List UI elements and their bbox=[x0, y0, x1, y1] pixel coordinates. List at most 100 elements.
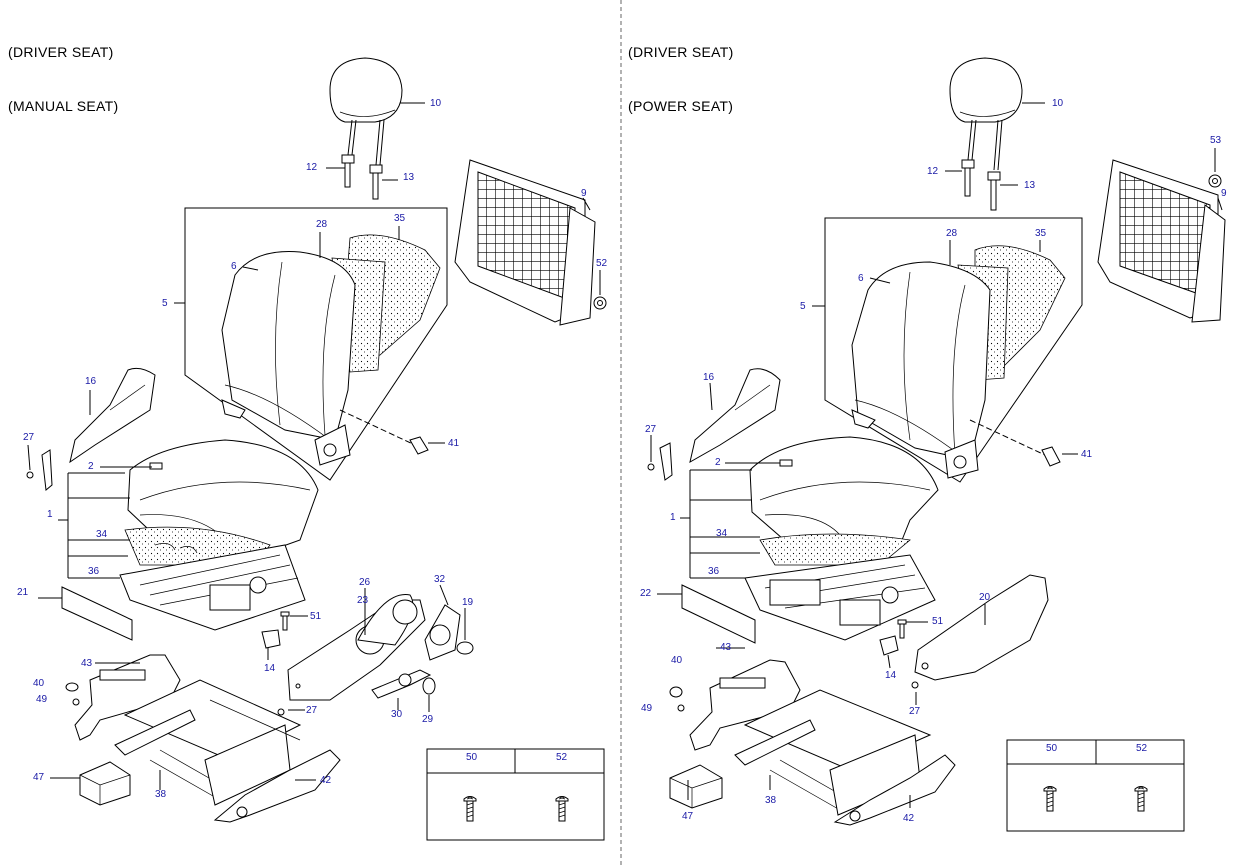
left-callout-6: 6 bbox=[231, 261, 237, 272]
right-callout-12: 12 bbox=[927, 166, 939, 177]
left-callout-21: 21 bbox=[17, 587, 29, 598]
left-side-cover-16 bbox=[69, 367, 156, 464]
left-headrest-guide-13 bbox=[369, 164, 383, 200]
left-bolt-51 bbox=[280, 611, 290, 631]
left-screw-50-icon bbox=[463, 796, 477, 822]
right-callout-51: 51 bbox=[932, 616, 944, 627]
left-callout-40: 40 bbox=[33, 678, 45, 689]
right-callout-9: 9 bbox=[1221, 188, 1227, 199]
right-cap-40 bbox=[669, 686, 683, 698]
right-title-line1: (DRIVER SEAT) bbox=[628, 44, 734, 60]
left-screw-52-icon bbox=[555, 796, 569, 822]
right-callout-20: 20 bbox=[979, 592, 991, 603]
right-shield-22 bbox=[681, 584, 756, 644]
right-table-col-50: 50 bbox=[1046, 743, 1058, 754]
right-callout-40: 40 bbox=[671, 655, 683, 666]
right-callout-43: 43 bbox=[720, 642, 732, 653]
left-cap-29 bbox=[422, 677, 436, 695]
right-screw-49 bbox=[677, 704, 685, 712]
left-callout-14: 14 bbox=[264, 663, 276, 674]
right-callout-5: 5 bbox=[800, 301, 806, 312]
left-callout-38: 38 bbox=[155, 789, 167, 800]
left-callout-28: 28 bbox=[316, 219, 328, 230]
left-cover-27a bbox=[26, 449, 53, 491]
left-callout-32: 32 bbox=[434, 574, 446, 585]
left-shield-21 bbox=[61, 586, 133, 641]
left-callouts: 10 12 13 9 52 28 35 6 5 16 27 41 2 1 34 … bbox=[17, 98, 608, 800]
right-table-col-52: 52 bbox=[1136, 743, 1148, 754]
right-callout-13: 13 bbox=[1024, 180, 1036, 191]
right-callout-1: 1 bbox=[670, 512, 676, 523]
right-panel: 10 53 12 13 9 28 35 6 5 16 27 41 2 1 34 … bbox=[640, 57, 1227, 832]
right-callout-49: 49 bbox=[641, 703, 653, 714]
right-callout-35: 35 bbox=[1035, 228, 1047, 239]
left-panel-title: (DRIVER SEAT) (MANUAL SEAT) bbox=[8, 7, 118, 133]
left-screw-27b bbox=[277, 708, 285, 716]
right-cover-27a bbox=[647, 442, 673, 481]
right-rail-cover-43 bbox=[689, 659, 801, 751]
left-callout-43: 43 bbox=[81, 658, 93, 669]
left-callout-12: 12 bbox=[306, 162, 318, 173]
left-bracket-14 bbox=[261, 629, 281, 649]
right-headrest bbox=[949, 57, 1023, 171]
left-callout-30: 30 bbox=[391, 709, 403, 720]
left-callout-13: 13 bbox=[403, 172, 415, 183]
right-callout-14: 14 bbox=[885, 670, 897, 681]
right-lever-41 bbox=[1041, 446, 1061, 467]
right-cover-42 bbox=[833, 754, 956, 826]
right-callout-47: 47 bbox=[682, 811, 694, 822]
right-callout-2: 2 bbox=[715, 457, 721, 468]
left-callout-35: 35 bbox=[394, 213, 406, 224]
right-callout-22: 22 bbox=[640, 588, 652, 599]
left-table-col-50: 50 bbox=[466, 752, 478, 763]
right-seat-cushion bbox=[749, 436, 939, 556]
right-screw-table: 50 52 bbox=[1006, 739, 1185, 832]
left-callout-51: 51 bbox=[310, 611, 322, 622]
left-callout-49: 49 bbox=[36, 694, 48, 705]
right-callout-42: 42 bbox=[903, 813, 915, 824]
left-table-col-52: 52 bbox=[556, 752, 568, 763]
left-knob-32 bbox=[424, 604, 461, 661]
left-cover-42 bbox=[213, 749, 341, 823]
right-bracket-14 bbox=[879, 635, 899, 656]
right-leader-lines bbox=[650, 102, 1223, 808]
right-seatback-frame bbox=[1097, 159, 1226, 323]
left-callout-5: 5 bbox=[162, 298, 168, 309]
right-callout-27a: 27 bbox=[645, 424, 657, 435]
left-seat-frame-36 bbox=[119, 544, 306, 631]
left-callout-23: 23 bbox=[357, 595, 369, 606]
left-callout-42: 42 bbox=[320, 775, 332, 786]
left-callout-27a: 27 bbox=[23, 432, 35, 443]
right-callout-28: 28 bbox=[946, 228, 958, 239]
left-headrest bbox=[329, 57, 403, 166]
left-callout-52: 52 bbox=[596, 258, 608, 269]
right-callout-27b: 27 bbox=[909, 706, 921, 717]
left-seatback-cover bbox=[221, 250, 356, 466]
right-screw-50-icon bbox=[1043, 786, 1057, 812]
left-headrest-guide-12 bbox=[341, 154, 355, 188]
left-screw-table: 50 52 bbox=[426, 748, 605, 841]
left-lever-41 bbox=[409, 436, 429, 455]
right-headrest-guide-12 bbox=[961, 159, 975, 197]
right-callouts: 10 53 12 13 9 28 35 6 5 16 27 41 2 1 34 … bbox=[640, 98, 1227, 824]
left-callout-9: 9 bbox=[581, 188, 587, 199]
left-callout-27b: 27 bbox=[306, 705, 318, 716]
right-grommet-53 bbox=[1208, 174, 1222, 188]
left-callout-10: 10 bbox=[430, 98, 442, 109]
left-callout-29: 29 bbox=[422, 714, 434, 725]
left-leader-lines bbox=[27, 102, 601, 790]
right-callout-41: 41 bbox=[1081, 449, 1093, 460]
left-cap-19 bbox=[456, 641, 474, 655]
right-callout-10: 10 bbox=[1052, 98, 1064, 109]
left-panel: 10 12 13 9 52 28 35 6 5 16 27 41 2 1 34 … bbox=[17, 57, 608, 841]
left-screw-49 bbox=[72, 698, 80, 706]
right-callout-6: 6 bbox=[858, 273, 864, 284]
left-title-line2: (MANUAL SEAT) bbox=[8, 98, 119, 114]
left-side-trim-26 bbox=[357, 594, 418, 646]
left-seatback-frame bbox=[454, 159, 596, 326]
left-callout-34: 34 bbox=[96, 529, 108, 540]
right-module-47 bbox=[669, 764, 723, 809]
right-callout-36: 36 bbox=[708, 566, 720, 577]
left-callout-41: 41 bbox=[448, 438, 460, 449]
